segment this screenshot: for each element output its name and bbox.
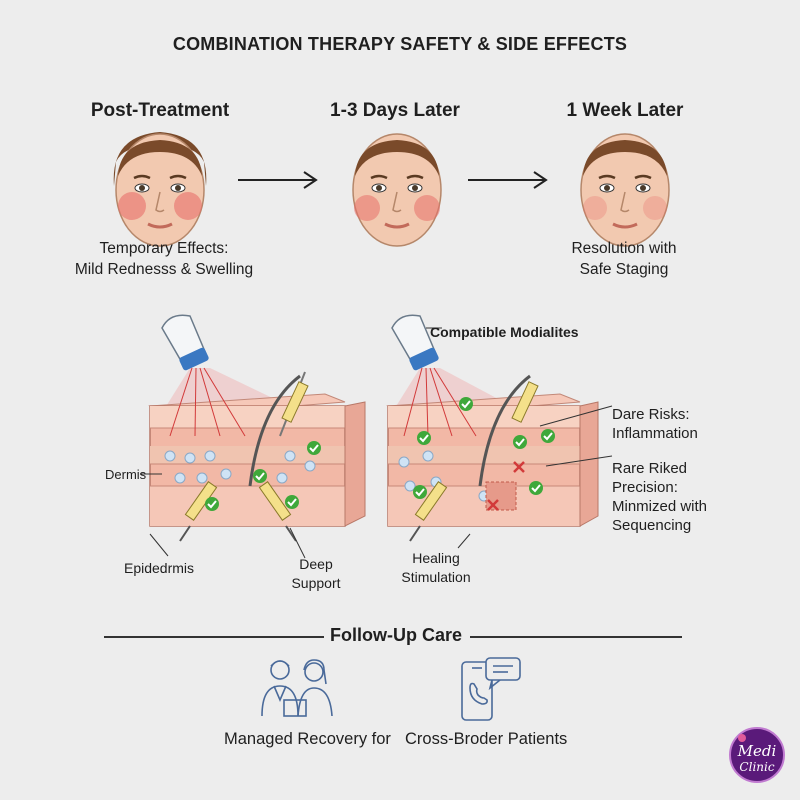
label-line: Healing xyxy=(412,550,460,566)
check-icon xyxy=(205,441,321,511)
logo-text-line1: Medi xyxy=(737,742,777,760)
caption-line: Mild Rednesss & Swelling xyxy=(74,261,254,278)
stage-label-1-3-days: 1-3 Days Later xyxy=(330,100,460,121)
label-line: Minmized with xyxy=(612,498,708,515)
label-line: Support xyxy=(291,575,341,591)
laser-device-icon xyxy=(391,314,439,371)
check-icon xyxy=(413,397,555,499)
arrow-right-icon xyxy=(238,171,318,189)
label-deep-support: Deep Support xyxy=(286,555,346,593)
caption-line: Resolution with xyxy=(571,240,677,257)
caption-resolution: Resolution with Safe Staging xyxy=(504,238,744,280)
text-cross-border-patients: Cross-Broder Patients xyxy=(405,730,568,748)
arrow-right-icon xyxy=(468,171,548,189)
face-1-week-icon xyxy=(580,133,670,247)
label-line: Rare Riked xyxy=(612,460,688,477)
skin-cross-section-left xyxy=(140,314,366,559)
follow-up-title: Follow-Up Care xyxy=(330,625,463,645)
phone-chat-icon xyxy=(461,657,521,721)
face-1-3-days-icon xyxy=(352,133,442,247)
label-line: Inflammation xyxy=(612,425,698,442)
text-managed-recovery: Managed Recovery for xyxy=(224,730,391,748)
face-post-treatment-icon xyxy=(113,132,207,247)
medi-clinic-logo: Medi Clinic xyxy=(728,726,786,784)
logo-text-line2: Clinic xyxy=(739,760,774,774)
medical-staff-icon xyxy=(261,659,333,717)
label-line: Sequencing xyxy=(612,517,692,534)
laser-device-icon xyxy=(161,314,209,371)
label-line: Deep xyxy=(299,556,333,572)
divider-left xyxy=(104,636,324,638)
label-dare-risks: Dare Risks: Inflammation xyxy=(612,405,698,443)
caption-line: Temporary Effects: xyxy=(99,240,229,257)
stage-label-1-week: 1 Week Later xyxy=(566,100,684,121)
label-rare-risked-precision: Rare Riked Precision: Minmized with Sequ… xyxy=(612,459,707,535)
label-line: Dare Risks: xyxy=(612,406,690,423)
cross-icon xyxy=(487,461,525,511)
label-compatible-modalities: Compatible Modialites xyxy=(430,324,579,340)
label-dermis: Dermis xyxy=(105,467,147,482)
stage-label-post-treatment: Post-Treatment xyxy=(90,100,230,121)
logo-badge-icon: Medi Clinic xyxy=(729,727,785,783)
page-title: COMBINATION THERAPY SAFETY & SIDE EFFECT… xyxy=(172,34,628,54)
label-healing-stimulation: Healing Stimulation xyxy=(396,549,476,587)
divider-right xyxy=(470,636,682,638)
caption-line: Safe Staging xyxy=(579,261,669,278)
label-epidermis: Epidedrmis xyxy=(124,560,195,576)
label-line: Stimulation xyxy=(401,569,471,585)
caption-temporary-effects: Temporary Effects: Mild Rednesss & Swell… xyxy=(44,238,284,280)
skin-cross-section-right xyxy=(386,314,613,549)
label-line: Precision: xyxy=(612,479,678,496)
